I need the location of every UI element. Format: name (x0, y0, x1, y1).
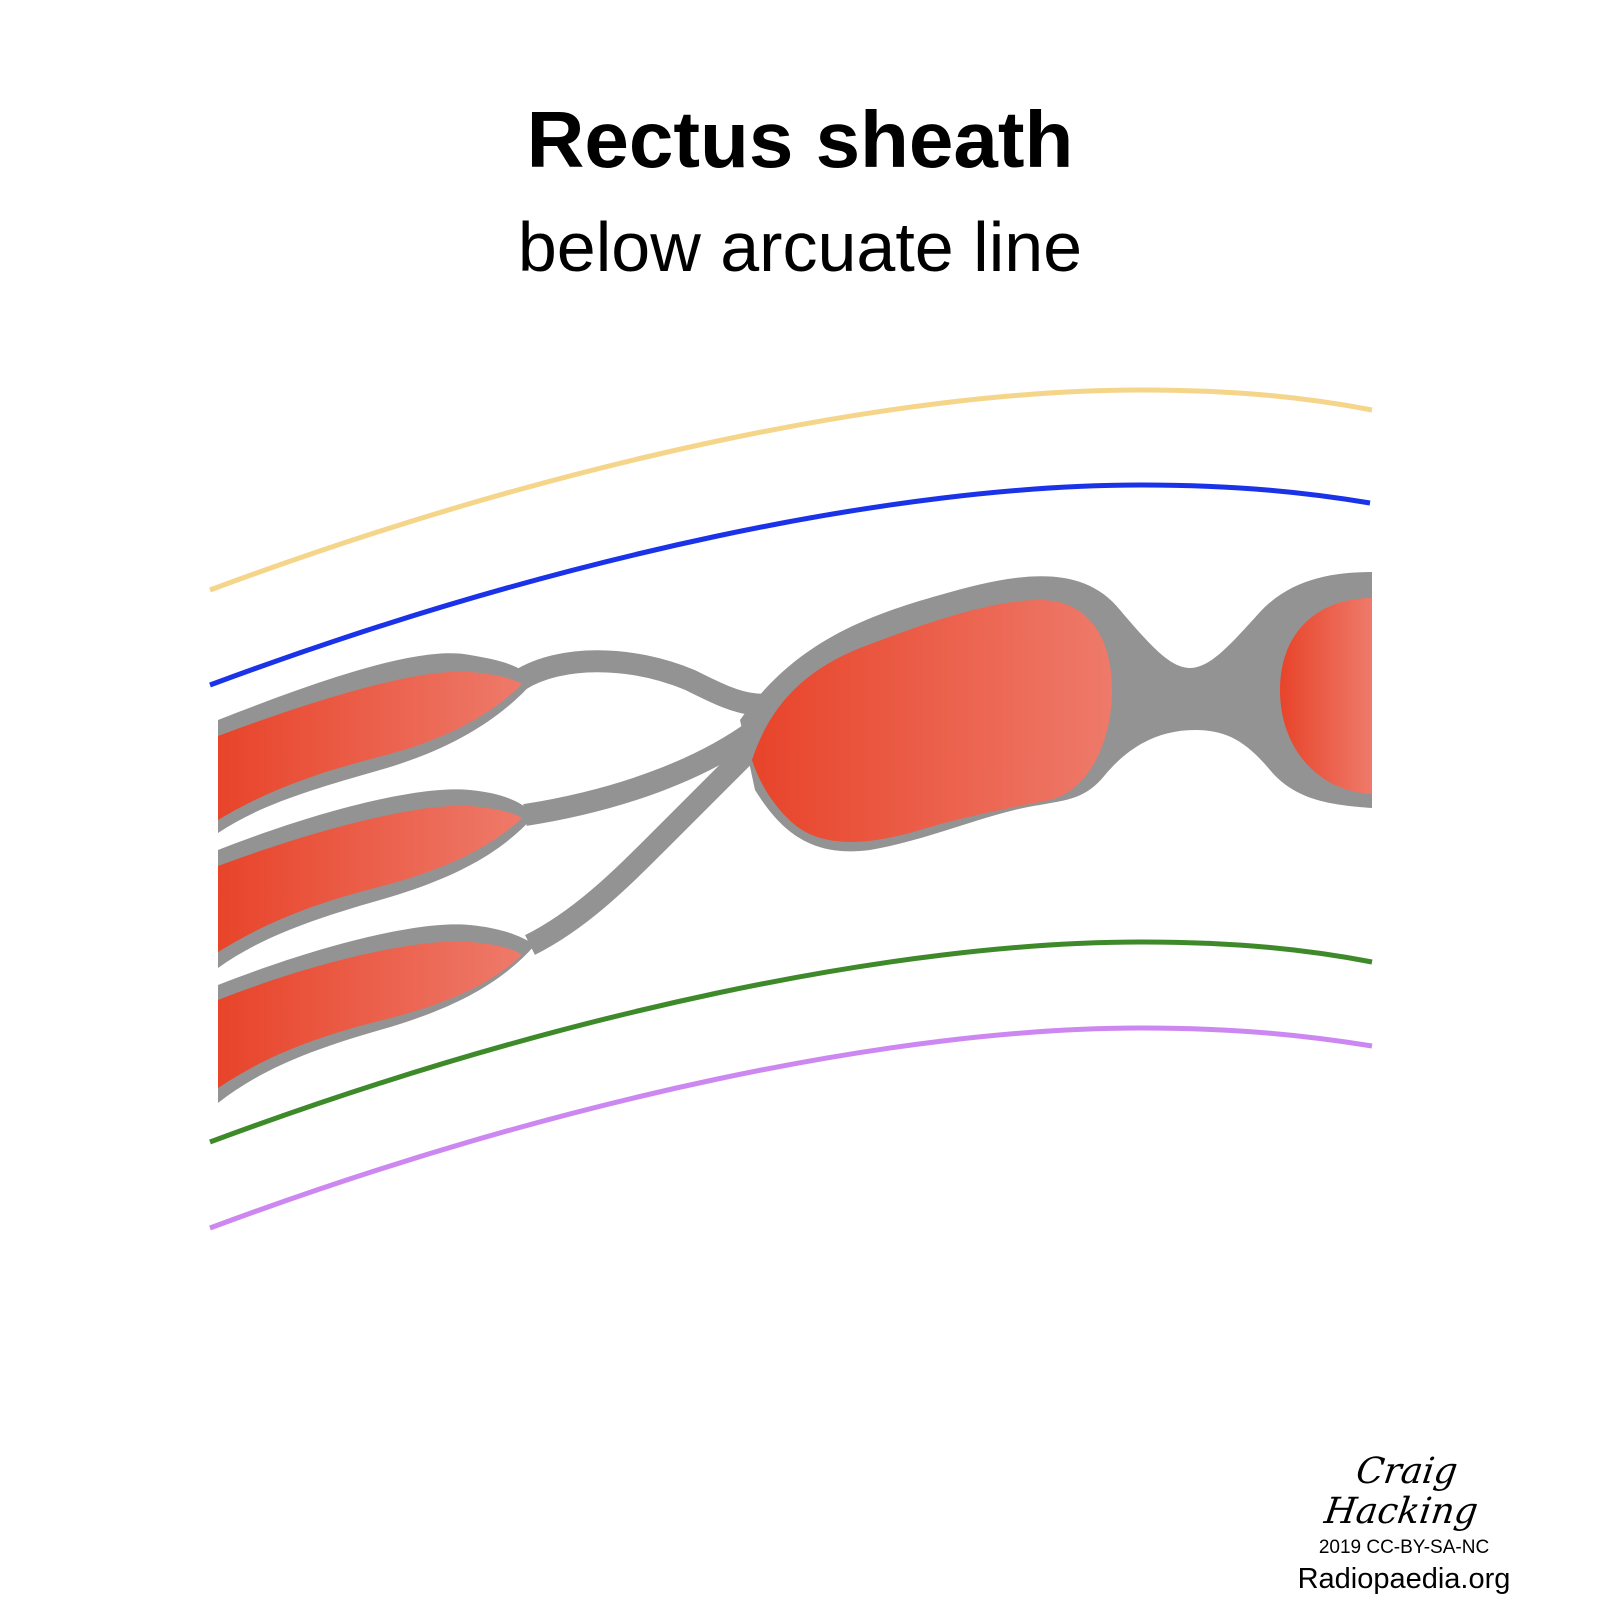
contralateral-rectus-muscle (1280, 598, 1372, 794)
transversus-aponeurosis (525, 742, 758, 955)
transversus-abdominis-muscle (218, 941, 522, 1088)
skin-fat-line (209, 387, 1373, 593)
superficial-fascia-line (209, 482, 1371, 688)
peritoneum-line (209, 1025, 1373, 1231)
internal-oblique-aponeurosis (523, 721, 762, 826)
figure-subtitle: below arcuate line (517, 208, 1083, 286)
figure-title: Rectus sheath (526, 95, 1074, 184)
external-oblique-muscle (218, 671, 522, 820)
credit-block: Craig Hacking 2019 CC-BY-SA-NC Radiopaed… (1274, 1451, 1534, 1596)
author-signature: Craig Hacking (1322, 1451, 1481, 1532)
license-text: 2019 CC-BY-SA-NC (1318, 1537, 1490, 1559)
internal-oblique-muscle (218, 805, 522, 952)
transversalis-fascia-line (209, 939, 1373, 1145)
site-text: Radiopaedia.org (1297, 1563, 1511, 1596)
muscle-group (218, 598, 1372, 1088)
rectus-abdominis-muscle (752, 600, 1112, 842)
